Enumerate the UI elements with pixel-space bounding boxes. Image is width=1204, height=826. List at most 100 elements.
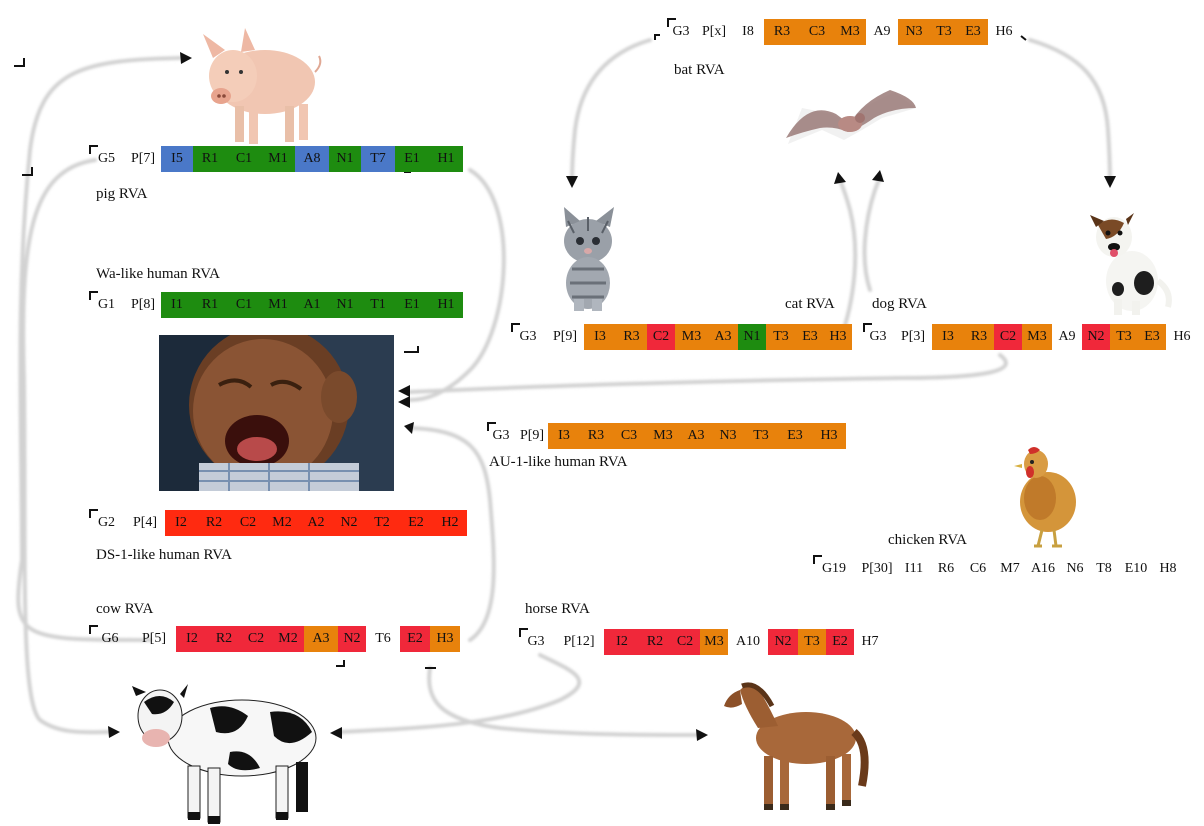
genotype-segment: M1 — [261, 292, 295, 318]
genotype-segment: R2 — [197, 510, 231, 536]
genotype-segment: G3 — [492, 428, 510, 443]
horse-rva-label: horse RVA — [525, 601, 590, 617]
bat-rva-label: bat RVA — [674, 62, 725, 78]
genotype-segment: G5 — [97, 151, 116, 166]
arrowhead-pig — [180, 52, 192, 64]
flow-bat-to-dog — [1028, 38, 1112, 184]
row-corner-mark — [863, 323, 872, 332]
row-corner-mark — [89, 509, 98, 518]
genotype-segment: I2 — [604, 629, 640, 655]
bat-image — [782, 78, 920, 160]
genotype-segment: A3 — [304, 626, 338, 652]
genotype-segment: M3 — [646, 423, 680, 449]
flow-horse-to-cow — [338, 653, 582, 734]
genotype-segment: E2 — [400, 626, 430, 652]
genotype-segment: A9 — [873, 24, 891, 39]
wa-like-human-rva-label: Wa-like human RVA — [96, 266, 220, 282]
genotype-segment: G3 — [869, 329, 887, 344]
genotype-segment: A3 — [680, 423, 712, 449]
arrowhead-human-1 — [398, 385, 410, 397]
row-corner-mark — [89, 145, 98, 154]
genotype-segment: C3 — [800, 19, 834, 45]
pig-image — [195, 10, 330, 148]
row-corner-mark — [667, 18, 676, 27]
genotype-segment: I3 — [584, 324, 616, 350]
pig-rva-label: pig RVA — [96, 186, 148, 202]
genotype-segment: H8 — [1159, 561, 1177, 576]
genotype-segment: P[8] — [130, 297, 156, 312]
genotype-segment: C2 — [231, 510, 265, 536]
flow-cat-to-bat — [838, 178, 858, 342]
cat-rva-label: cat RVA — [785, 296, 835, 312]
genotype-segment: P[7] — [130, 151, 156, 166]
row-corner-mark — [813, 555, 822, 564]
arrowhead-horse — [696, 729, 708, 741]
chicken-rva-label: chicken RVA — [888, 532, 967, 548]
genotype-segment: R3 — [616, 324, 647, 350]
genotype-segment: R2 — [208, 626, 240, 652]
genotype-segment: G1 — [97, 297, 116, 312]
genotype-segment: C1 — [227, 292, 261, 318]
genotype-segment: P[12] — [563, 634, 595, 649]
genotype-segment: C2 — [647, 324, 675, 350]
genotype-segment: N1 — [738, 324, 766, 350]
genotype-segment: E3 — [796, 324, 824, 350]
row-corner-mark — [511, 323, 520, 332]
dog-image — [1088, 211, 1174, 316]
genotype-segment: G19 — [821, 561, 847, 576]
genotype-segment: A8 — [295, 146, 329, 172]
genotype-segment: R1 — [193, 146, 227, 172]
genotype-segment: A16 — [1030, 561, 1056, 576]
genotype-segment: G3 — [672, 24, 690, 39]
genotype-segment: C3 — [612, 423, 646, 449]
genotype-segment: E2 — [399, 510, 433, 536]
row-corner-mark — [487, 422, 496, 431]
genotype-segment: P[9] — [552, 329, 578, 344]
genotype-segment: M3 — [834, 19, 866, 45]
arrowhead-cow-left — [108, 726, 120, 738]
arrowhead-dog — [1104, 176, 1116, 188]
genotype-segment: T6 — [375, 631, 391, 646]
corner-mark — [654, 34, 660, 40]
cow-image — [130, 672, 330, 826]
genotype-segment: M2 — [265, 510, 299, 536]
corner-mark — [14, 58, 25, 67]
arrowhead-human-3 — [404, 422, 414, 434]
genotype-segment: G2 — [97, 515, 116, 530]
flow-dog-to-bat — [862, 174, 882, 292]
genotype-segment: E3 — [958, 19, 988, 45]
row-corner-mark — [519, 628, 528, 637]
genotype-segment: N1 — [329, 146, 361, 172]
genotype-segment: M3 — [1022, 324, 1052, 350]
genotype-segment: T3 — [798, 629, 826, 655]
genotype-segment: H3 — [812, 423, 846, 449]
au1-like-human-rva-label: AU-1-like human RVA — [489, 454, 628, 470]
genotype-segment: N2 — [338, 626, 366, 652]
genotype-segment: E3 — [778, 423, 812, 449]
genotype-segment: E10 — [1124, 561, 1148, 576]
horse-image — [718, 676, 878, 814]
genotype-segment: H1 — [429, 292, 463, 318]
corner-mark — [404, 346, 419, 353]
arrowhead-cat — [566, 176, 578, 188]
genotype-segment: I3 — [548, 423, 580, 449]
genotype-segment: H1 — [429, 146, 463, 172]
genotype-segment: H3 — [430, 626, 460, 652]
dog-rva-label: dog RVA — [872, 296, 927, 312]
genotype-segment: R6 — [937, 561, 955, 576]
flow-bat-to-cat — [570, 38, 652, 184]
genotype-segment: R3 — [764, 19, 800, 45]
genotype-segment: I11 — [904, 561, 924, 576]
genotype-segment: E2 — [826, 629, 854, 655]
genotype-segment: T1 — [361, 292, 395, 318]
genotype-segment: M3 — [700, 629, 728, 655]
genotype-segment: R1 — [193, 292, 227, 318]
